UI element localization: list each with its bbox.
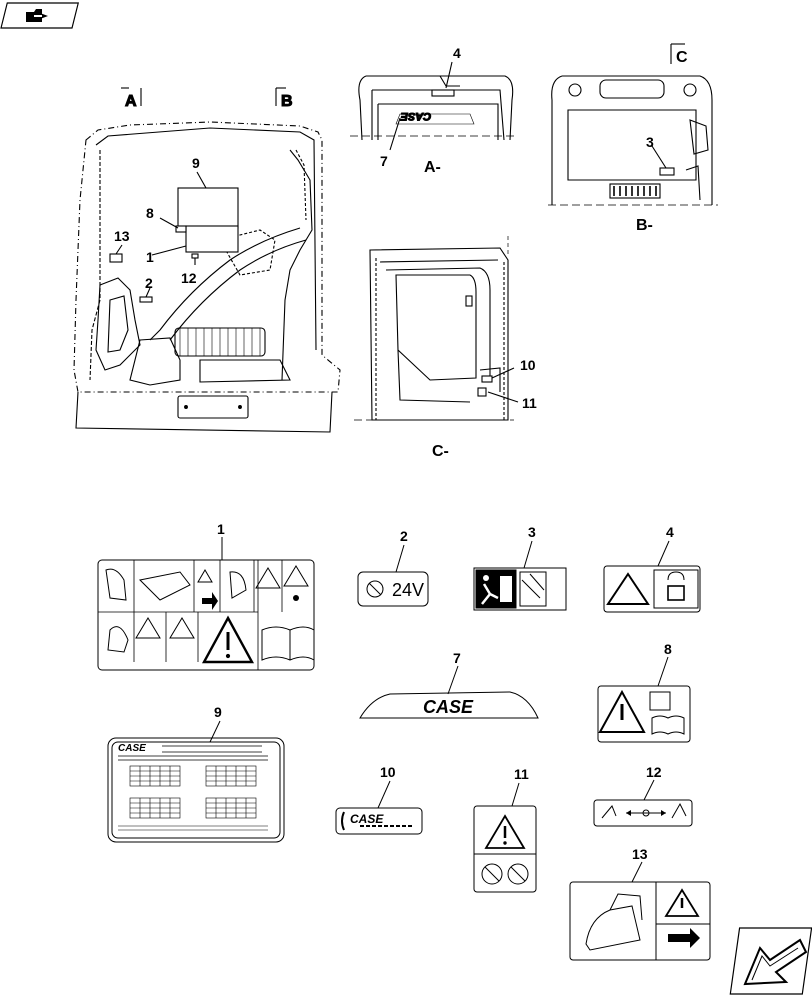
- back-arrow-icon[interactable]: [729, 927, 812, 995]
- decal-9-number: 9: [214, 704, 222, 720]
- decal-11: [473, 782, 537, 893]
- decal-10: [335, 780, 423, 835]
- section-marker-b-label: B: [281, 93, 293, 110]
- decal-9: [107, 720, 285, 843]
- section-marker-a: [121, 87, 142, 106]
- callout-1: 1: [146, 249, 154, 265]
- section-marker-b: [275, 87, 286, 106]
- callout-9: 9: [192, 155, 200, 171]
- decal-11-number: 11: [514, 766, 529, 782]
- decal-2-voltage: 24V: [392, 580, 424, 600]
- decal-7-number: 7: [453, 650, 461, 666]
- decal-12: [593, 779, 693, 827]
- case-mirror-text: CASE: [400, 110, 431, 122]
- decal-1: [97, 537, 315, 671]
- callout-8: 8: [146, 205, 154, 221]
- decal-8-number: 8: [664, 641, 672, 657]
- decal-9-brand: CASE: [118, 743, 146, 754]
- callout-2: 2: [145, 275, 153, 291]
- callout-3: 3: [646, 134, 654, 150]
- decal-2-number: 2: [400, 528, 408, 544]
- view-label-a: A-: [424, 159, 441, 176]
- callout-13: 13: [114, 228, 130, 244]
- decal-13: [569, 861, 711, 961]
- decal-1-number: 1: [217, 521, 225, 537]
- decal-4-number: 4: [666, 524, 674, 540]
- decal-2: [357, 544, 429, 607]
- decal-12-number: 12: [646, 764, 662, 780]
- decal-3: [473, 540, 567, 611]
- callout-4: 4: [453, 45, 461, 61]
- callout-10: 10: [520, 357, 536, 373]
- section-marker-c-label: C: [676, 49, 688, 66]
- decal-8: [597, 656, 691, 743]
- cab-side-view: A B: [73, 87, 341, 433]
- view-b: [548, 43, 718, 206]
- folder-arrow-icon[interactable]: [0, 2, 80, 29]
- decal-10-number: 10: [380, 764, 396, 780]
- decal-3-number: 3: [528, 524, 536, 540]
- decal-7-brand: CASE: [423, 697, 474, 717]
- section-marker-a-label: A: [125, 93, 137, 110]
- view-c: [354, 236, 519, 421]
- callout-11: 11: [522, 395, 537, 411]
- decal-7: [359, 665, 539, 719]
- view-label-c: C-: [432, 443, 449, 460]
- callout-7: 7: [380, 153, 388, 169]
- section-marker-c: [670, 43, 685, 64]
- decal-10-brand: CASE: [350, 812, 384, 826]
- view-a: CASE: [350, 61, 518, 151]
- decal-13-number: 13: [632, 846, 648, 862]
- callout-12: 12: [181, 270, 197, 286]
- view-label-b: B-: [636, 217, 653, 234]
- decal-4: [603, 540, 701, 613]
